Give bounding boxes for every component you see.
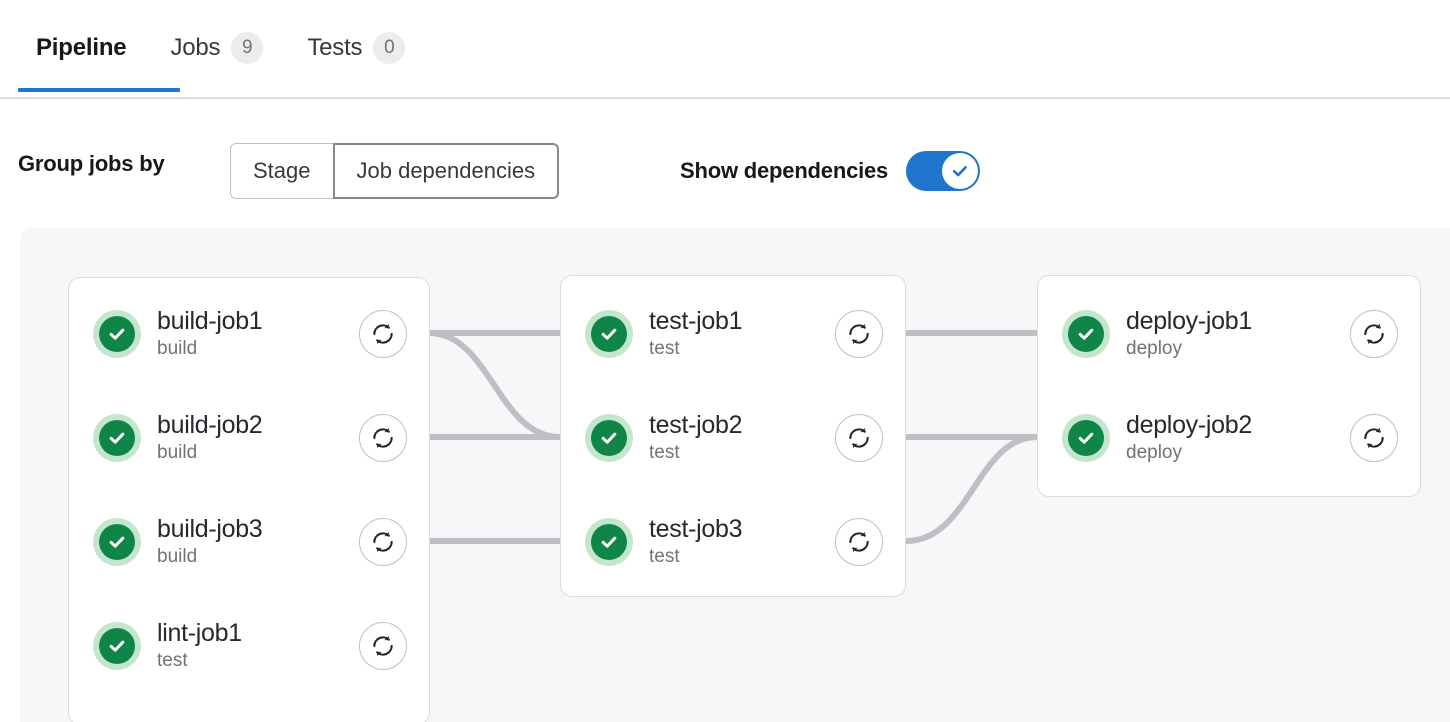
check-circle-icon [585, 518, 633, 566]
retry-icon[interactable] [1350, 310, 1398, 358]
job-name: deploy-job1 [1126, 307, 1252, 335]
job-name: build-job1 [157, 307, 263, 335]
job-group-test: test-job1 test test-job2 test [560, 275, 906, 597]
group-by-stage-button[interactable]: Stage [230, 143, 333, 199]
check-icon [952, 166, 967, 177]
tab-jobs-label: Jobs [170, 34, 221, 61]
check-circle-icon [93, 414, 141, 462]
tab-tests-badge: 0 [373, 32, 406, 64]
check-circle-icon [585, 310, 633, 358]
group-jobs-by-label: Group jobs by [18, 150, 165, 176]
retry-icon[interactable] [1350, 414, 1398, 462]
tab-tests[interactable]: Tests 0 [285, 22, 427, 74]
check-circle-icon [1062, 414, 1110, 462]
pipeline-graph-canvas: build-job1 build build-job2 buil [20, 228, 1450, 722]
retry-icon[interactable] [359, 622, 407, 670]
job-name: build-job3 [157, 515, 263, 543]
check-circle-icon [93, 310, 141, 358]
group-jobs-by-button-group: Stage Job dependencies [230, 143, 560, 199]
active-tab-indicator [18, 88, 180, 92]
tab-list: Pipeline Jobs 9 Tests 0 [18, 22, 427, 74]
job-row-build-job2[interactable]: build-job2 build [69, 386, 429, 490]
retry-icon[interactable] [835, 310, 883, 358]
job-name: deploy-job2 [1126, 411, 1252, 439]
show-dependencies-control: Show dependencies [680, 143, 981, 199]
job-stage: build [157, 546, 198, 567]
job-stage: test [649, 546, 680, 567]
job-group-deploy: deploy-job1 deploy deploy-job2 d [1037, 275, 1421, 497]
job-stage: test [649, 442, 680, 463]
job-row-lint-job1[interactable]: lint-job1 test [69, 594, 429, 698]
edge-test-job3-to-deploy-job2 [905, 434, 1038, 544]
job-row-deploy-job2[interactable]: deploy-job2 deploy [1038, 386, 1420, 490]
check-circle-icon [93, 518, 141, 566]
job-row-test-job3[interactable]: test-job3 test [561, 490, 905, 594]
retry-icon[interactable] [835, 414, 883, 462]
job-row-test-job1[interactable]: test-job1 test [561, 282, 905, 386]
job-stage: deploy [1126, 338, 1182, 359]
pipeline-controls: Group jobs by Stage Job dependencies Sho… [0, 99, 1450, 228]
toggle-knob [942, 153, 979, 189]
job-name: lint-job1 [157, 619, 242, 647]
show-dependencies-label: Show dependencies [680, 158, 889, 183]
edge-build-job1-to-test-job2 [428, 330, 561, 440]
job-group-build: build-job1 build build-job2 buil [68, 277, 430, 722]
tab-pipeline-label: Pipeline [36, 34, 127, 61]
tab-jobs[interactable]: Jobs 9 [148, 22, 285, 74]
retry-icon[interactable] [359, 310, 407, 358]
tab-tests-label: Tests [307, 34, 363, 61]
tab-jobs-badge: 9 [231, 32, 264, 64]
job-row-test-job2[interactable]: test-job2 test [561, 386, 905, 490]
retry-icon[interactable] [835, 518, 883, 566]
job-row-build-job3[interactable]: build-job3 build [69, 490, 429, 594]
retry-icon[interactable] [359, 414, 407, 462]
job-row-build-job1[interactable]: build-job1 build [69, 282, 429, 386]
retry-icon[interactable] [359, 518, 407, 566]
check-circle-icon [93, 622, 141, 670]
job-stage: deploy [1126, 442, 1182, 463]
job-name: build-job2 [157, 411, 263, 439]
check-circle-icon [1062, 310, 1110, 358]
group-by-job-dependencies-button[interactable]: Job dependencies [332, 143, 560, 199]
job-stage: build [157, 338, 198, 359]
job-stage: build [157, 442, 198, 463]
tab-pipeline[interactable]: Pipeline [18, 22, 148, 74]
job-name: test-job1 [649, 307, 743, 335]
pipeline-tabbar: Pipeline Jobs 9 Tests 0 [0, 0, 1450, 99]
job-stage: test [157, 650, 188, 671]
check-circle-icon [585, 414, 633, 462]
show-dependencies-toggle[interactable] [906, 151, 981, 191]
dependency-edges [428, 330, 1038, 544]
job-name: test-job2 [649, 411, 743, 439]
job-name: test-job3 [649, 515, 743, 543]
job-stage: test [649, 338, 680, 359]
job-row-deploy-job1[interactable]: deploy-job1 deploy [1038, 282, 1420, 386]
